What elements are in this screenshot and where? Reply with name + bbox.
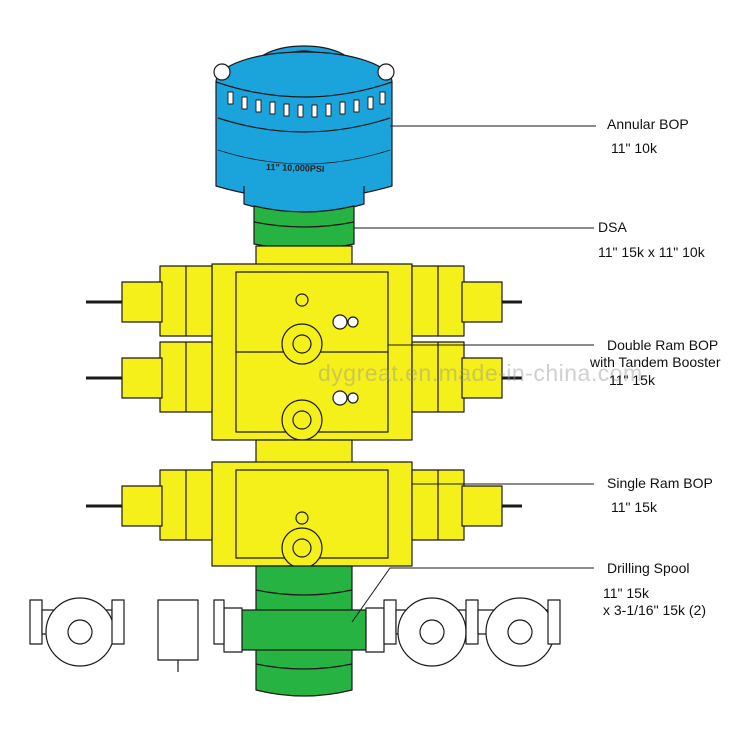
spool-label: Drilling Spool <box>607 560 690 576</box>
spool-size: 11" 15k <box>603 585 649 601</box>
dsa-adapter <box>253 205 355 250</box>
spool-outlet: x 3-1/16" 15k (2) <box>603 602 707 618</box>
dsa-size: 11" 15k x 11" 10k <box>598 244 705 260</box>
dsa-label: DSA <box>598 219 627 235</box>
double-ram-size: 11" 15k <box>609 372 655 388</box>
annular-bop <box>213 45 395 214</box>
single-ram-size: 11" 15k <box>611 499 657 515</box>
drilling-spool <box>223 565 385 697</box>
annular-bop-size: 11" 10k <box>611 140 657 156</box>
watermark: dygreat.en.made-in-china.com <box>318 360 643 386</box>
pressure-stamp: 11" 10,000PSI <box>265 161 325 175</box>
double-ram-bop <box>86 245 522 471</box>
double-ram-sub: with Tandem Booster <box>590 354 721 370</box>
double-ram-label: Double Ram BOP <box>607 337 719 353</box>
single-ram-bop <box>86 461 522 569</box>
leader-lines <box>351 125 596 623</box>
single-ram-label: Single Ram BOP <box>607 475 713 491</box>
side-valves <box>29 597 561 672</box>
annular-bop-label: Annular BOP <box>607 116 689 132</box>
